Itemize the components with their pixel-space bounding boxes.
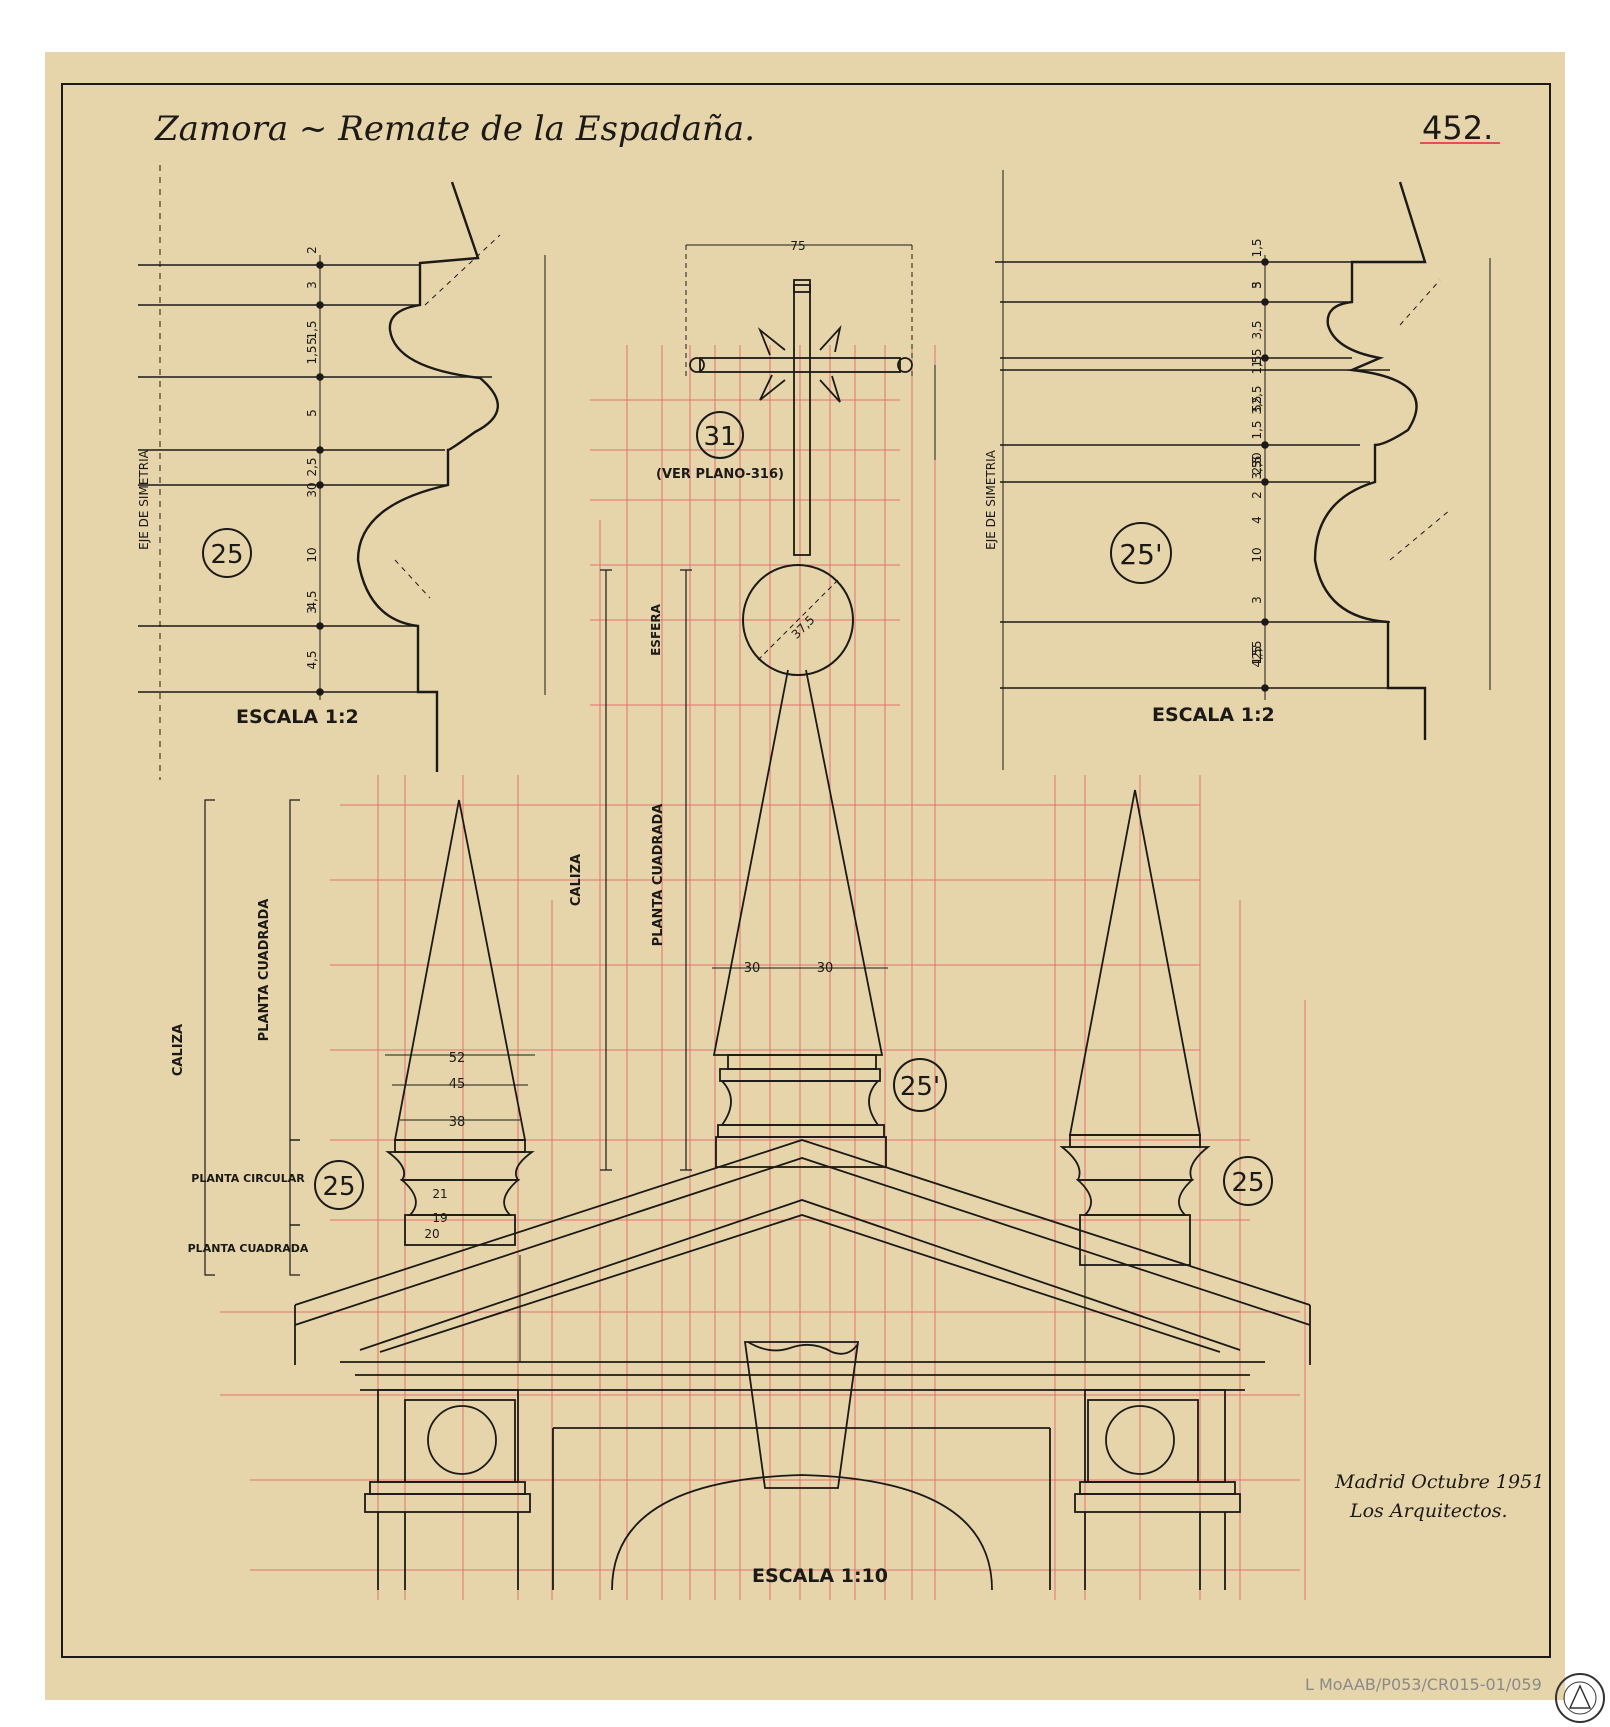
archive-reference: L MoAAB/P053/CR015-01/059	[1305, 1675, 1542, 1694]
right-detail-dim-13: 3,5	[1250, 460, 1264, 479]
left-detail-dim-1: 5	[305, 337, 319, 345]
right-detail-dim-6: 4,5	[1250, 648, 1264, 667]
axis-label-right: EJE DE SIMETRIA	[984, 449, 998, 549]
right-detail-dim-5: 10	[1250, 547, 1264, 562]
left-detail-dim-8: 1,5	[305, 320, 319, 339]
right-detail-dim-1: 3,5	[1250, 320, 1264, 339]
left-detail-dim-4: 10	[305, 547, 319, 562]
right-detail-dim-0: 3	[1250, 281, 1264, 289]
scale-right-detail: ESCALA 1:2	[1152, 704, 1275, 726]
left-dim-52: 52	[449, 1051, 466, 1066]
center-tag: 25'	[900, 1072, 940, 1102]
cross-width-dim: 75	[790, 239, 805, 253]
right-pinnacle	[1059, 789, 1211, 1266]
sphere	[742, 564, 854, 676]
right-detail-dim-16: 4	[1250, 516, 1264, 524]
sheet-title: Zamora ~ Remate de la Espadaña.	[154, 109, 755, 149]
right-detail-dim-4: 2,5	[1250, 455, 1264, 474]
profile-detail-25	[138, 165, 546, 780]
piers-and-arch	[364, 1341, 1241, 1591]
profile-detail-25-prime	[995, 170, 1491, 770]
left-caliza: CALIZA	[171, 1024, 186, 1076]
central-spire	[600, 569, 888, 1171]
left-detail-dim-9: 1,5	[305, 345, 319, 364]
right-detail-dim-11: 2,5	[1250, 385, 1264, 404]
center-dim-right: 30	[817, 961, 834, 976]
left-planta: PLANTA CUADRADA	[257, 899, 272, 1042]
paper	[45, 52, 1565, 1700]
right-detail-dim-14: 3,5	[1250, 395, 1264, 414]
cross-finial	[685, 244, 936, 556]
border-frame	[61, 83, 1551, 1658]
scale-elevation: ESCALA 1:10	[752, 1565, 888, 1587]
left-detail-dim-0: 3	[305, 281, 319, 289]
tag-31-cross: 31	[703, 422, 736, 452]
right-detail-dim-17: 3	[1250, 596, 1264, 604]
left-dim-19: 19	[432, 1211, 447, 1225]
left-detail-dim-11: 3	[305, 606, 319, 614]
tag-25-prime-right-detail: 25'	[1119, 538, 1162, 571]
left-detail-dim-10: 4,5	[305, 590, 319, 609]
left-dim-45: 45	[449, 1077, 466, 1092]
left-dim-21: 21	[432, 1187, 447, 1201]
tag-circle-31	[696, 411, 744, 459]
tag-circle-25-prime	[1110, 522, 1172, 584]
tag-circle-25	[202, 528, 252, 578]
center-dim-left: 30	[744, 961, 761, 976]
tag-circle-25-prime-elev	[893, 1058, 947, 1112]
right-detail-dim-10: 1,5	[1250, 355, 1264, 374]
signature-place-date: Madrid Octubre 1951	[1334, 1471, 1544, 1493]
left-circular: PLANTA CIRCULAR	[191, 1172, 305, 1185]
right-detail-dim-2: 1,5	[1250, 348, 1264, 367]
left-detail-dim-2: 5	[305, 409, 319, 417]
left-detail-dim-5: 4,5	[305, 650, 319, 669]
left-tag: 25	[322, 1172, 355, 1202]
caliza-center: CALIZA	[569, 854, 584, 906]
tag-25-left-detail: 25	[210, 540, 243, 570]
right-detail-dim-19: 1,5	[1250, 645, 1264, 664]
right-detail-dim-7: 30	[1250, 452, 1264, 467]
left-detail-dim-7: 2	[305, 246, 319, 254]
right-detail-dim-18: 2,5	[1250, 640, 1264, 659]
right-detail-dim-12: 1,5	[1250, 420, 1264, 439]
right-detail-dim-15: 2	[1250, 491, 1264, 499]
left-pinnacle	[204, 799, 535, 1276]
sheet-number: 452.	[1422, 109, 1493, 147]
tag-circle-25-right-elev	[1223, 1156, 1273, 1206]
left-detail-dim-6: 30	[305, 482, 319, 497]
tag-circle-25-left-elev	[314, 1160, 364, 1210]
archive-seal	[1555, 1673, 1605, 1723]
axis-label-left: EJE DE SIMETRIA	[137, 449, 151, 549]
right-detail-dim-3: 5	[1250, 404, 1264, 412]
right-tag: 25	[1231, 1168, 1264, 1198]
left-dim-38: 38	[449, 1115, 466, 1130]
signature-architects: Los Arquitectos.	[1349, 1500, 1508, 1522]
sphere-label: ESFERA	[649, 603, 663, 655]
left-dim-20: 20	[424, 1227, 439, 1241]
left-detail-dim-3: 2,5	[305, 457, 319, 476]
right-detail-dim-9: 5	[1250, 281, 1264, 289]
left-cuadrada: PLANTA CUADRADA	[188, 1242, 309, 1255]
right-detail-dim-8: 1,5	[1250, 238, 1264, 257]
planta-center: PLANTA CUADRADA	[651, 804, 666, 947]
scale-left-detail: ESCALA 1:2	[236, 706, 359, 728]
cross-note: (VER PLANO-316)	[656, 467, 784, 482]
